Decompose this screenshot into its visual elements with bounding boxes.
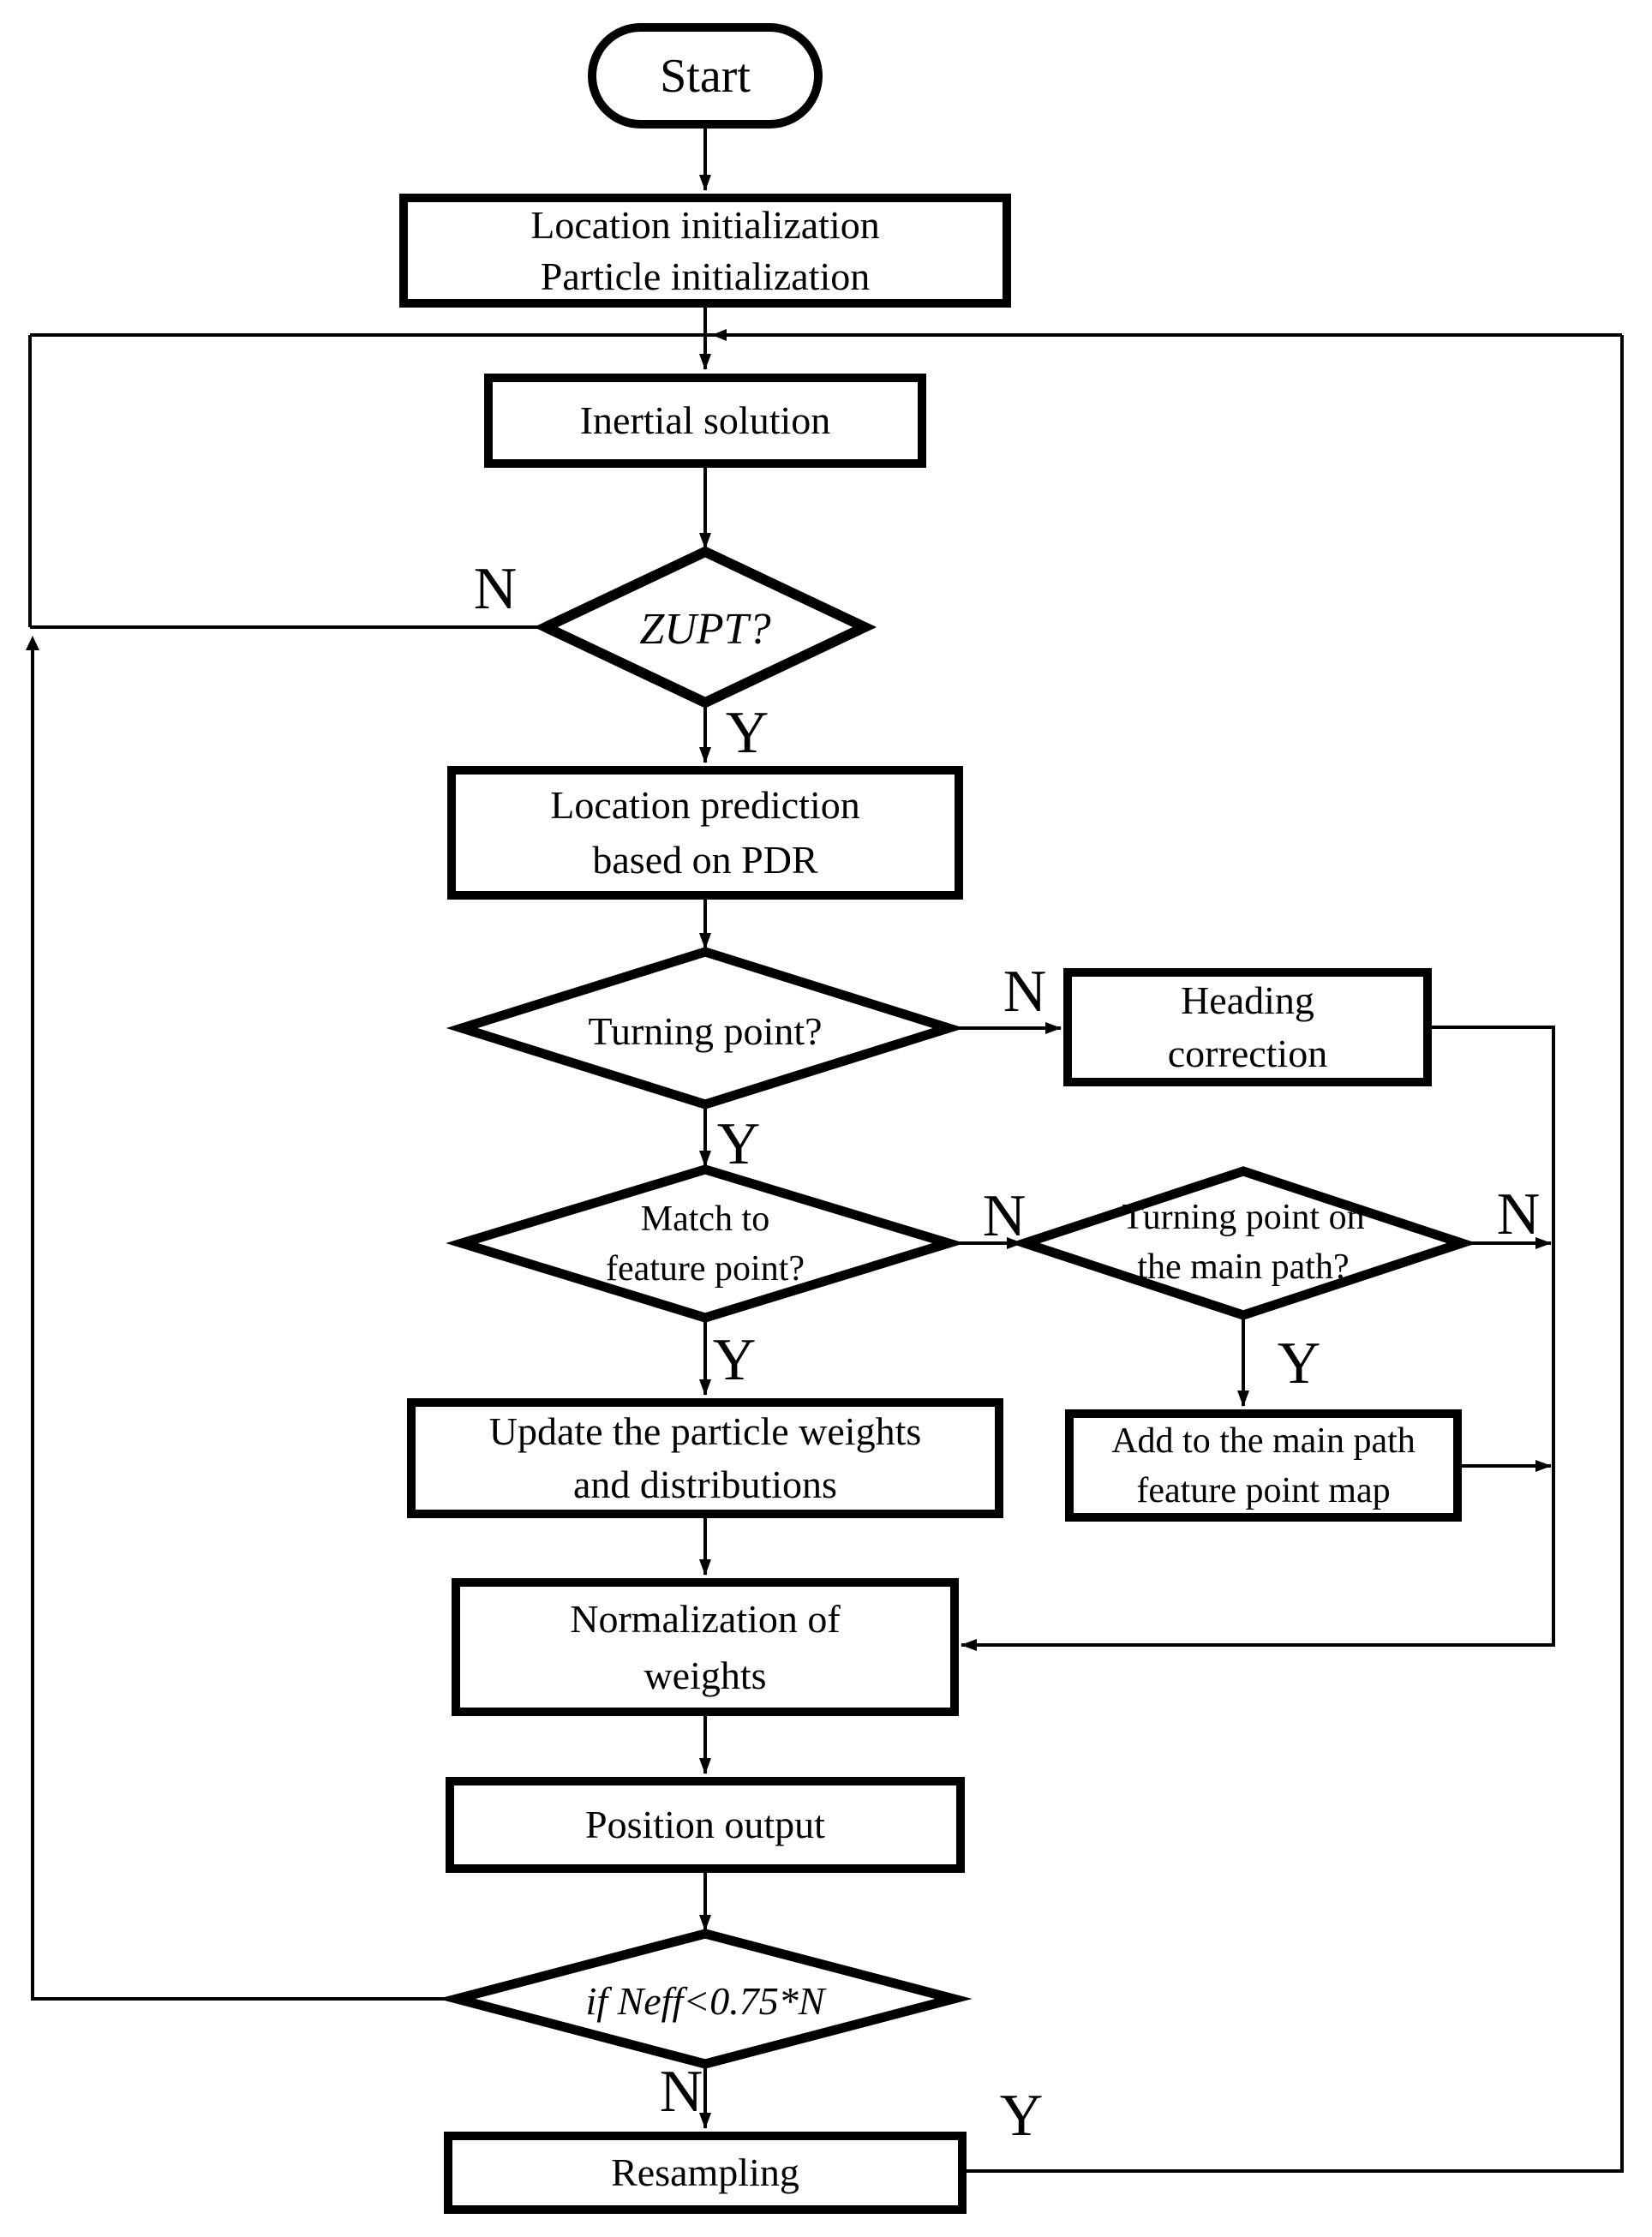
edge-neff-left-return	[31, 649, 457, 2001]
match-feature-point-diamond	[446, 1164, 965, 1323]
turn-yes-label: Y	[716, 1111, 761, 1177]
resampling-node: Resampling	[444, 2132, 967, 2214]
normalization-line1: Normalization of	[570, 1596, 841, 1641]
match-line1: Match to	[640, 1199, 770, 1239]
match-feature-point-label: Match to feature point?	[606, 1194, 805, 1294]
tpmain-no-label: N	[1496, 1181, 1541, 1247]
update-weights-line2: and distributions	[573, 1462, 837, 1506]
inertial-solution-node: Inertial solution	[484, 374, 926, 468]
arrowhead-top-junction	[712, 329, 727, 341]
neff-threshold-label: if Neff<0.75*N	[585, 1979, 825, 2023]
turning-point-label: Turning point?	[588, 1009, 823, 1053]
add-main-path-line2: feature point map	[1136, 1470, 1391, 1510]
add-main-path-node: Add to the main path feature point map	[1065, 1409, 1462, 1522]
position-output-node: Position output	[446, 1777, 965, 1873]
zupt-yes-label: Y	[725, 700, 769, 766]
match-no-label: N	[982, 1183, 1027, 1249]
zupt-no-label: N	[473, 556, 518, 622]
heading-correction-line2: correction	[1167, 1032, 1328, 1075]
position-output-label: Position output	[585, 1803, 825, 1846]
initialization-node: Location initialization Particle initial…	[399, 194, 1011, 308]
normalization-node: Normalization of weights	[452, 1578, 959, 1716]
turning-point-main-path-diamond	[1009, 1166, 1477, 1320]
match-line2: feature point?	[605, 1249, 805, 1289]
location-prediction-node: Location prediction based on PDR	[447, 766, 963, 900]
initialization-line2: Particle initialization	[540, 254, 871, 298]
inertial-solution-label: Inertial solution	[579, 398, 831, 442]
turning-point-diamond	[446, 947, 965, 1110]
start-node: Start	[588, 23, 823, 129]
match-yes-label: Y	[712, 1327, 757, 1393]
update-weights-node: Update the particle weights and distribu…	[407, 1398, 1003, 1518]
edge-resampling-yes-return	[967, 335, 1624, 2173]
resampling-yes-label: Y	[999, 2083, 1044, 2149]
tpmain-line2: the main path?	[1137, 1247, 1350, 1287]
edge-heading-to-normalize	[961, 1026, 1555, 1651]
location-prediction-line2: based on PDR	[592, 838, 818, 882]
zupt-diamond	[533, 546, 877, 709]
heading-correction-node: Heading correction	[1063, 968, 1432, 1086]
neff-no-label: N	[659, 2059, 703, 2125]
tpmain-line1: Turning point on	[1122, 1198, 1365, 1237]
arrowhead-left-rail-merge	[26, 636, 39, 650]
location-prediction-line1: Location prediction	[550, 783, 860, 827]
add-main-path-line1: Add to the main path	[1111, 1421, 1416, 1461]
tpmain-yes-label: Y	[1277, 1331, 1321, 1397]
update-weights-line1: Update the particle weights	[488, 1409, 922, 1453]
initialization-line1: Location initialization	[530, 202, 880, 247]
heading-correction-line1: Heading	[1181, 978, 1314, 1022]
resampling-label: Resampling	[611, 2150, 799, 2194]
turning-point-main-path-label: Turning point on the main path?	[1122, 1193, 1364, 1292]
neff-threshold-diamond	[438, 1929, 973, 2069]
normalization-line2: weights	[643, 1653, 767, 1697]
start-label: Start	[660, 49, 751, 103]
turn-no-label: N	[1003, 959, 1047, 1025]
zupt-diamond-label: ZUPT?	[639, 605, 771, 654]
